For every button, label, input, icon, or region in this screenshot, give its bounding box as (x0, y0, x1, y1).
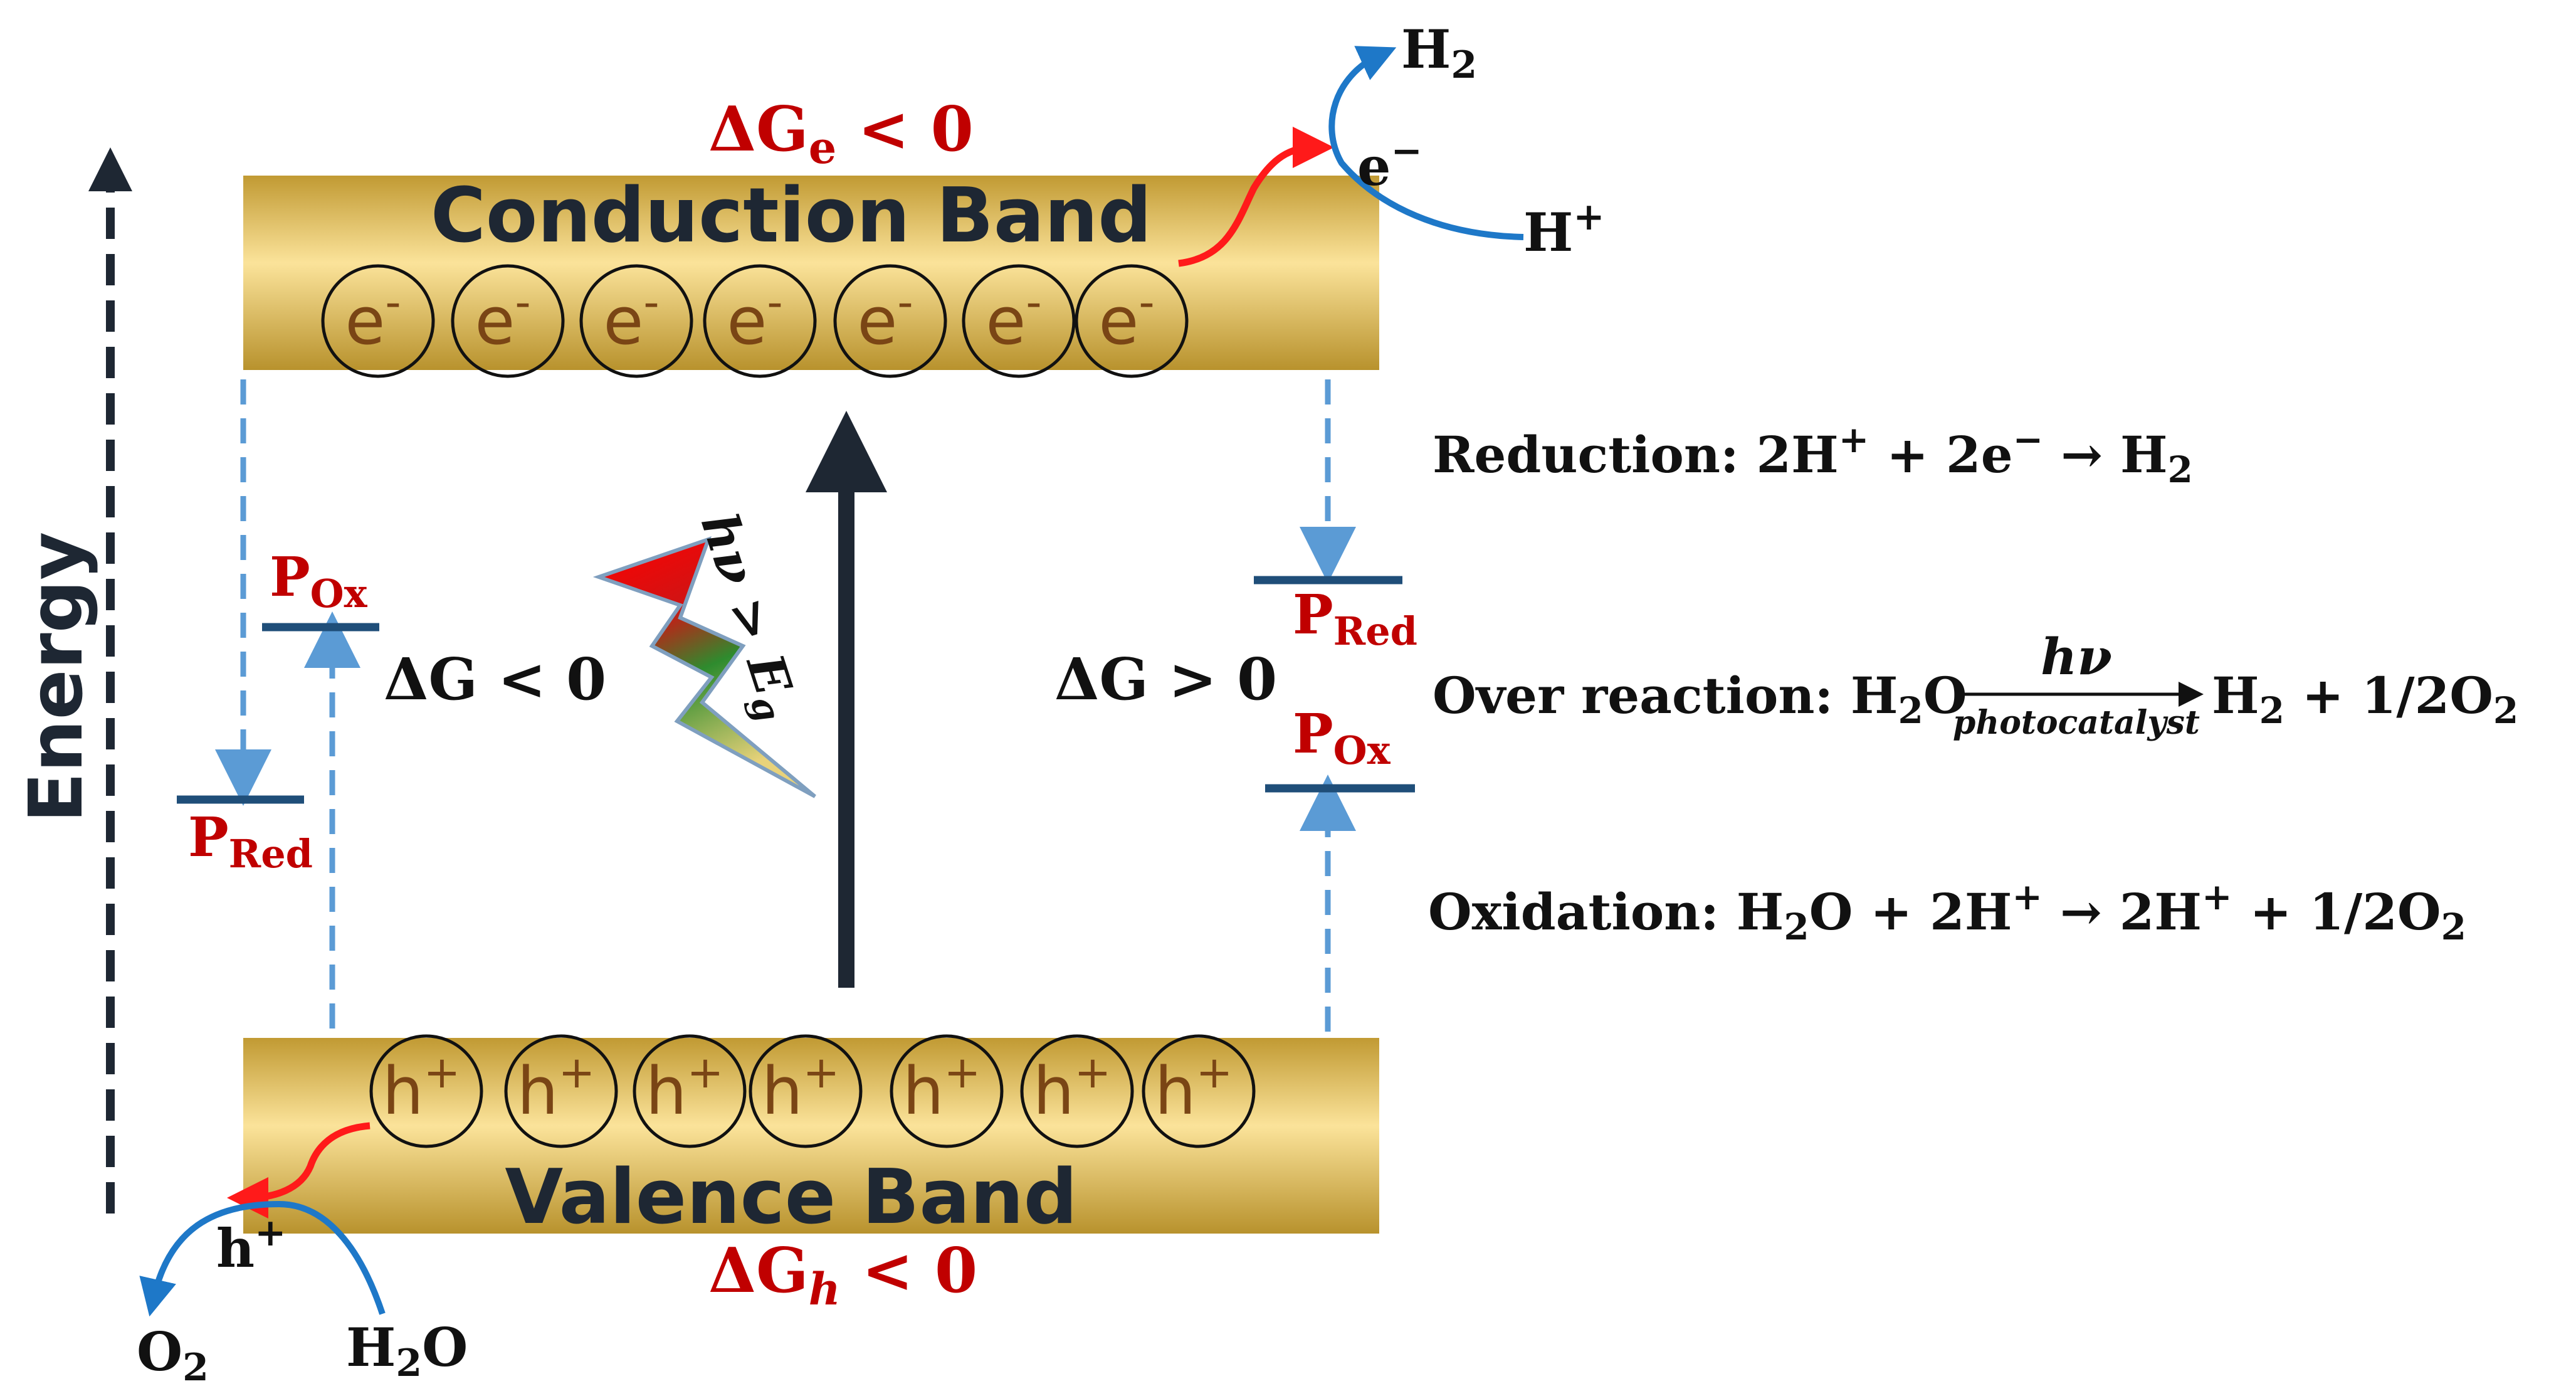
electron-circle (321, 264, 435, 378)
vb-red-arrow (227, 1122, 371, 1219)
hole-circle (890, 1034, 1004, 1148)
h2-product-label: H2 (1401, 18, 1477, 87)
hole-circle (504, 1034, 618, 1148)
hole-label: h+ (517, 1047, 596, 1129)
electron-label: e- (1098, 277, 1154, 359)
electron-circle (579, 264, 693, 378)
hole-label: h+ (762, 1047, 840, 1129)
electron-label: e- (603, 277, 659, 359)
electron-circle (1075, 264, 1189, 378)
cb-blue-curve (1328, 46, 1524, 240)
valence-band: Valence Band h+ h+ h+ h+ h+ h+ h+ (243, 1034, 1379, 1241)
overall-reaction-left: Over reaction: H2O (1433, 666, 1967, 732)
electron-circle (703, 264, 817, 378)
electron-circle (451, 264, 565, 378)
hole-label: h+ (903, 1047, 981, 1129)
left-delta-g-label: ΔG < 0 (384, 645, 606, 713)
hole-label: h+ (1033, 1047, 1112, 1129)
right-delta-g-label: ΔG > 0 (1054, 645, 1277, 713)
overall-reaction-below-arrow: photocatalyst (1953, 704, 2200, 742)
hole-circle (633, 1034, 747, 1148)
hole-label: h+ (382, 1047, 461, 1129)
hole-circle (369, 1034, 483, 1148)
conduction-band-electrons: e-e-e-e-e-e-e- (321, 264, 1189, 378)
overall-reaction-equation: Over reaction: H2O hν photocatalyst H2 +… (1433, 627, 2518, 742)
electron-label: e- (345, 277, 401, 359)
electron-label: e- (857, 277, 913, 359)
electron-label: e- (986, 277, 1041, 359)
overall-reaction-above-arrow: hν (2041, 627, 2112, 686)
valence-band-rect (243, 1038, 1379, 1234)
h-plus-reactant-label: H+ (1523, 195, 1605, 263)
delta-g-hole-label: ΔGh < 0 (708, 1235, 977, 1315)
vb-hole-label: h+ (216, 1211, 286, 1279)
hole-circle (1142, 1034, 1256, 1148)
energy-axis-label: Energy (13, 532, 99, 823)
electron-circle (962, 264, 1076, 378)
electron-label: e- (475, 277, 530, 359)
o2-product-label: O2 (137, 1321, 209, 1390)
h2o-reactant-label: H2O (346, 1316, 468, 1385)
hole-circle (749, 1034, 863, 1148)
valence-band-title: Valence Band (505, 1154, 1077, 1241)
right-p-red-label: PRed (1293, 583, 1417, 654)
overall-reaction-right: H2 + 1/2O2 (2212, 666, 2518, 732)
oxidation-equation: Oxidation: H2O + 2H+ → 2H+ + 1/2O2 (1428, 875, 2466, 948)
conduction-band-title: Conduction Band (431, 172, 1152, 260)
cb-red-arrow (1178, 127, 1334, 267)
hole-label: h+ (646, 1047, 724, 1129)
lightning-bolt-icon (592, 536, 816, 798)
conduction-band: Conduction Band e-e-e-e-e-e-e- (243, 172, 1379, 378)
right-p-ox-label: POx (1293, 702, 1391, 773)
electron-circle (833, 264, 947, 378)
reduction-equation: Reduction: 2H+ + 2e− → H2 (1433, 418, 2193, 491)
valence-band-holes: h+ h+ h+ h+ h+ h+ h+ (369, 1034, 1256, 1148)
cb-electron-label: e− (1357, 129, 1422, 198)
hole-circle (1020, 1034, 1134, 1148)
delta-g-electron-label: ΔGe < 0 (708, 93, 974, 174)
hole-label: h+ (1155, 1047, 1233, 1129)
left-p-ox-label: POx (270, 546, 368, 616)
electron-label: e- (727, 277, 782, 359)
left-p-red-label: PRed (188, 806, 313, 877)
vb-blue-curve (139, 1200, 386, 1317)
